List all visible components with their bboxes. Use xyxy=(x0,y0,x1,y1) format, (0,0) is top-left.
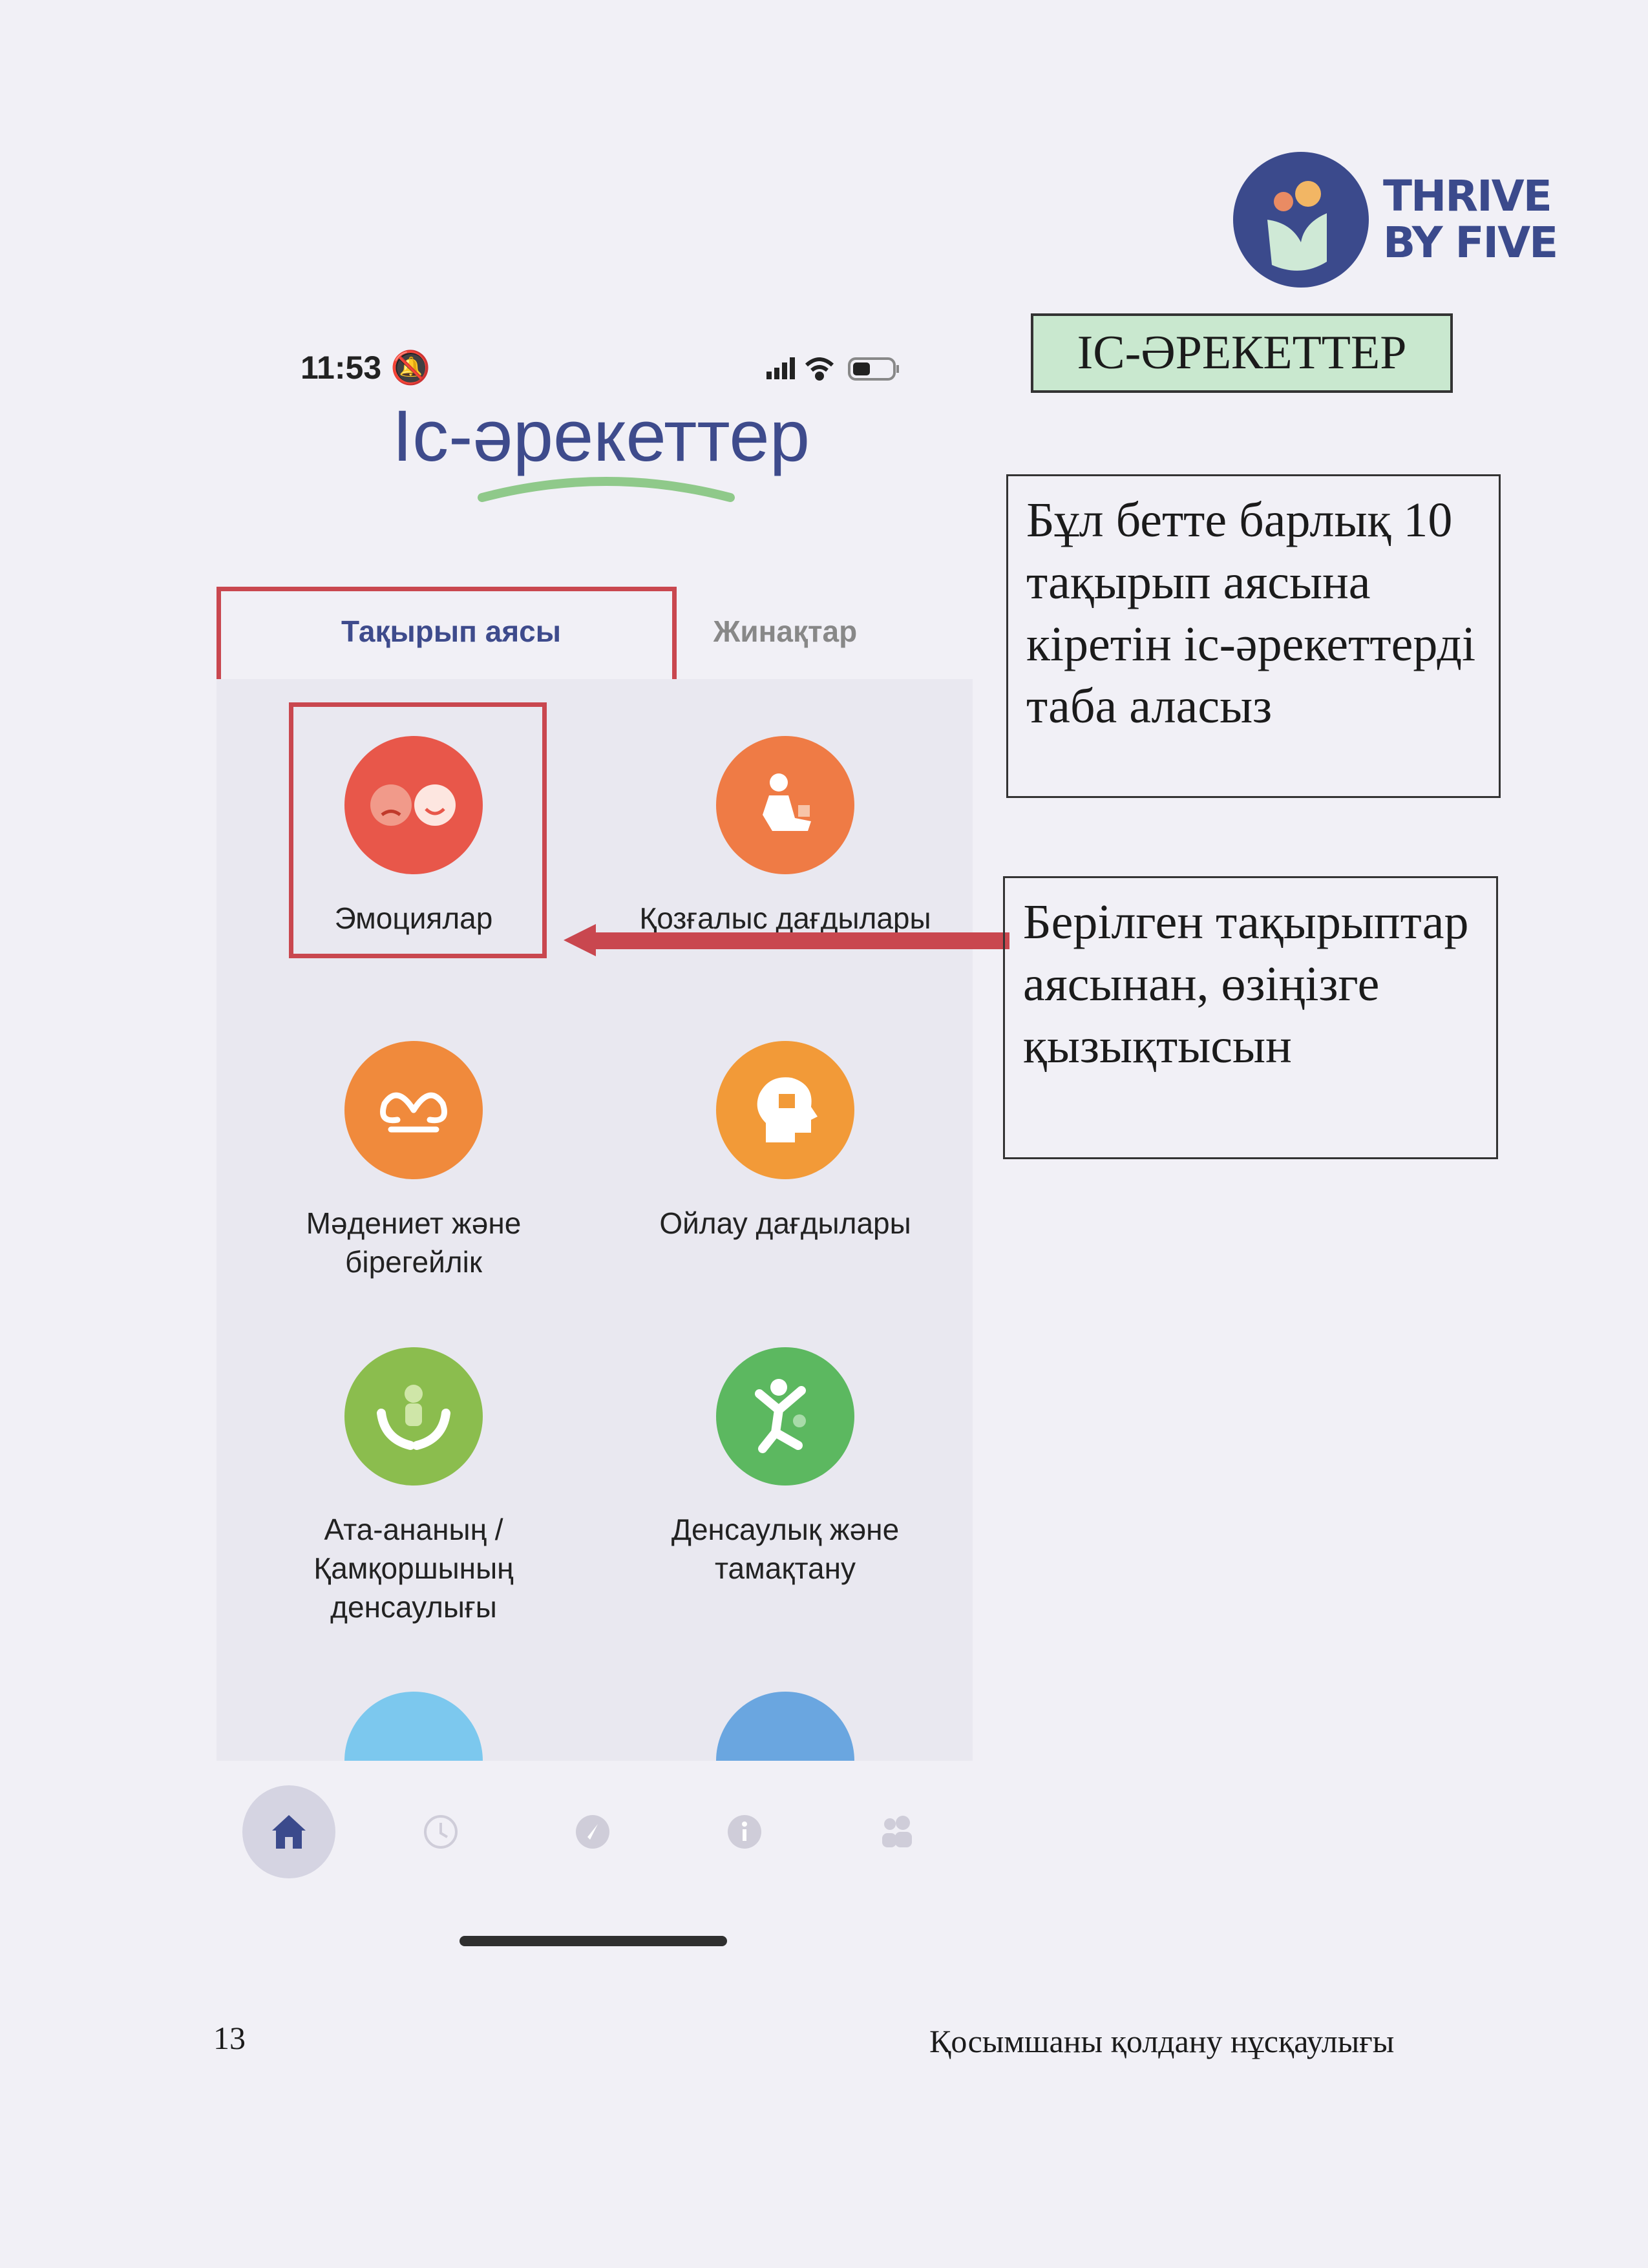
section-title: ІС-ӘРЕКЕТТЕР xyxy=(1031,313,1453,393)
page-title: Іс-әрекеттер xyxy=(392,395,810,476)
hands-child-icon[interactable] xyxy=(344,1347,483,1486)
topic-label[interactable]: Ойлау дағдылары xyxy=(659,1206,911,1240)
people-icon[interactable] xyxy=(850,1785,943,1878)
status-icons xyxy=(766,357,899,381)
speech-bubble-icon[interactable] xyxy=(344,1692,483,1761)
head-puzzle-icon[interactable] xyxy=(716,1041,854,1179)
topics-grid: Эмоциялар Қозғалыс дағдылары Мәдениет жә… xyxy=(217,679,973,1761)
emotions-faces-icon[interactable] xyxy=(344,736,483,874)
note-box-1: Бұл бетте барлық 10 тақырып аясына кірет… xyxy=(1006,474,1501,798)
highlight-box-tab xyxy=(217,587,677,687)
topic-label[interactable]: Мәдениет және бірегейлік xyxy=(306,1206,522,1279)
topic-label[interactable]: Эмоциялар xyxy=(334,901,493,935)
tab-collections[interactable]: Жинақтар xyxy=(713,614,858,648)
logo-icon xyxy=(1233,152,1369,288)
bell-muted-icon: 🔕 xyxy=(390,350,431,386)
wifi-icon xyxy=(805,357,834,381)
home-indicator xyxy=(460,1936,727,1946)
signal-icon xyxy=(766,357,795,379)
status-time: 11:53 🔕 xyxy=(301,350,431,386)
title-underline xyxy=(478,477,735,502)
topic-label[interactable]: Денсаулық және тамақтану xyxy=(671,1513,900,1585)
highlight-box-emotions xyxy=(289,702,547,958)
topic-label[interactable]: Қозғалыс дағдылары xyxy=(639,901,931,935)
bottom-nav xyxy=(217,1783,973,1880)
child-blocks-icon[interactable] xyxy=(716,736,854,874)
compass-icon[interactable] xyxy=(546,1785,639,1878)
battery-icon xyxy=(848,357,899,381)
house-icon[interactable] xyxy=(716,1692,854,1761)
topic-label[interactable]: Ата-ананың / Қамқоршының денсаулығы xyxy=(313,1513,514,1624)
ornament-icon[interactable] xyxy=(344,1041,483,1179)
footer-title: Қосымшаны қолдану нұсқаулығы xyxy=(929,2023,1395,2059)
home-icon[interactable] xyxy=(242,1785,335,1878)
jumping-child-icon[interactable] xyxy=(716,1347,854,1486)
tab-topics[interactable]: Тақырып аясы xyxy=(341,614,562,648)
info-icon[interactable] xyxy=(698,1785,791,1878)
page-number: 13 xyxy=(213,2020,246,2056)
clock-icon[interactable] xyxy=(394,1785,487,1878)
arrow-icon xyxy=(564,924,1009,956)
note-box-2: Берілген тақырыптар аясынан, өзіңізге қы… xyxy=(1003,876,1498,1159)
